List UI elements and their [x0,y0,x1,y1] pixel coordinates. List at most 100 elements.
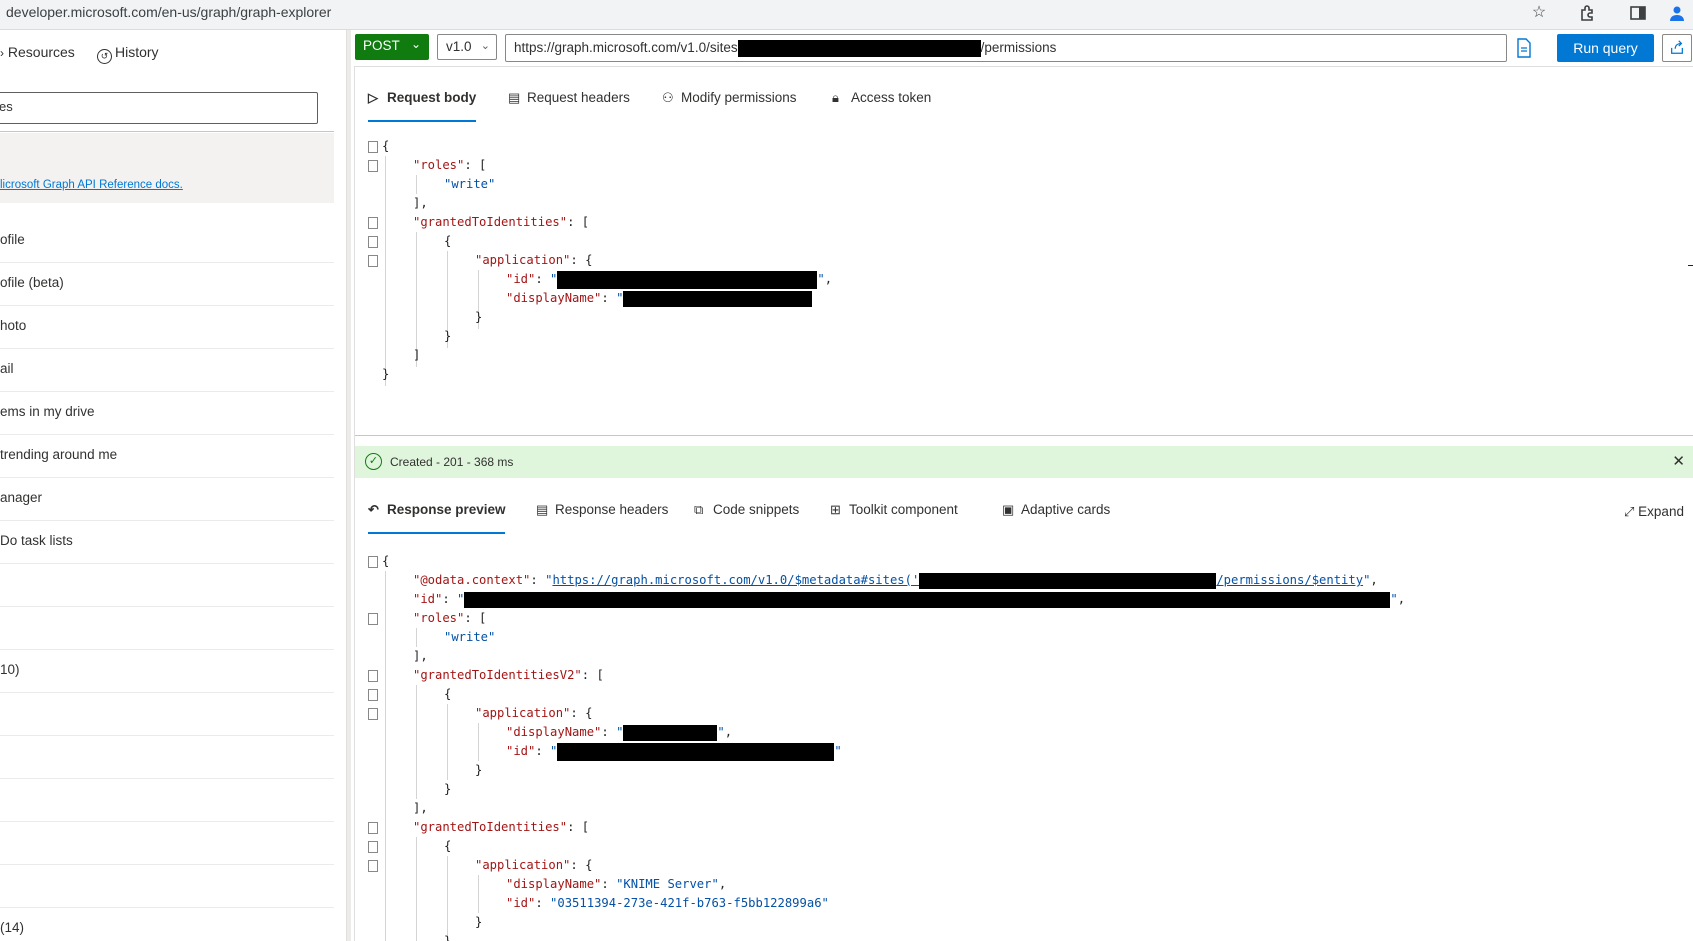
resources-icon: › [0,46,4,60]
code-line: "grantedToIdentitiesV2": [ [413,668,604,682]
indent-guide [447,251,448,348]
fold-toggle[interactable] [368,689,378,701]
sidebar-item[interactable] [0,865,334,908]
tab-toolkit-component[interactable]: ⊞Toolkit component [830,502,958,517]
sidebar-item[interactable] [0,693,334,736]
expand-button[interactable]: ⤢ Expand [1624,504,1684,519]
share-icon[interactable] [1662,34,1692,62]
status-text: Created - 201 - 368 ms [390,455,514,469]
sidebar-item[interactable]: ems in my drive [0,392,334,435]
code-line: } [444,934,452,941]
sidebar-item[interactable]: ofile [0,220,334,263]
tab-adaptive-cards[interactable]: ▣Adaptive cards [1002,502,1111,517]
sidebar-item[interactable]: 10) [0,650,334,693]
sidebar-splitter[interactable] [346,30,351,941]
tab-code-snippets[interactable]: ⧉Code snippets [694,502,800,517]
code-line: "displayName": "", [506,724,733,741]
sidebar-item[interactable] [0,779,334,822]
sidebar-item[interactable]: ofile (beta) [0,263,334,306]
http-method-dropdown[interactable]: POST ⌄ [355,34,429,60]
fold-toggle[interactable] [368,556,378,568]
fold-toggle[interactable] [368,141,378,153]
star-icon[interactable]: ☆ [1531,4,1547,21]
redacted-block [919,572,1217,589]
tab-request-headers[interactable]: ▤Request headers [508,90,630,105]
fold-toggle[interactable] [368,255,378,267]
panel-border [354,66,355,941]
redacted-block [737,40,981,57]
query-url-input[interactable]: https://graph.microsoft.com/v1.0/sites/p… [505,34,1507,62]
tab-modify-permissions[interactable]: ⚇Modify permissions [662,90,797,105]
code-line: "grantedToIdentities": [ [413,820,590,834]
code-line: "write" [444,177,496,191]
run-query-button[interactable]: Run query [1557,34,1654,62]
request-body-editor[interactable]: { "roles": [ "write" ], "grantedToIdenti… [368,137,1668,397]
code-line: "roles": [ [413,611,487,625]
tab-response-preview[interactable]: ↶Response preview [368,502,506,517]
sample-search-input[interactable]: es [0,92,318,124]
redacted-block [464,591,1391,608]
redacted-block [557,270,818,289]
code-line: { [444,687,452,701]
fold-toggle[interactable] [368,708,378,720]
code-line: ] [413,348,421,362]
code-line: } [475,310,483,324]
sidebar-item[interactable]: (14) [0,920,25,935]
active-tab-indicator [368,532,505,534]
indent-guide [447,856,448,941]
tab-history[interactable]: ↺History [97,44,159,64]
fold-toggle[interactable] [368,236,378,248]
toolkit-icon: ⊞ [830,502,841,517]
tab-access-token[interactable]: 🔒︎Access token [832,90,932,105]
profile-icon[interactable] [1666,2,1688,24]
indent-guide [385,571,386,941]
indent-guide [416,232,417,367]
code-line: } [444,782,452,796]
fold-toggle[interactable] [368,160,378,172]
code-line: "id": "" [506,742,842,761]
graph-api-docs-link[interactable]: licrosoft Graph API Reference docs. [0,179,183,191]
tab-resources[interactable]: › Resources [0,44,75,60]
code-line: "write" [444,630,496,644]
sidebar: › Resources ↺History es licrosoft Graph … [0,30,334,941]
tab-request-body[interactable]: ▷Request body [368,90,477,105]
fold-toggle[interactable] [368,841,378,853]
fold-toggle[interactable] [368,613,378,625]
code-line: "application": { [475,253,593,267]
active-tab-indicator [368,120,476,122]
sidebar-item[interactable] [0,564,334,607]
side-panel-icon[interactable] [1627,2,1649,24]
fold-toggle[interactable] [368,822,378,834]
browser-url[interactable]: developer.microsoft.com/en-us/graph/grap… [6,4,332,20]
tab-response-headers[interactable]: ▤Response headers [536,502,669,517]
version-dropdown[interactable]: v1.0 ⌄ [437,34,497,60]
sidebar-item[interactable]: anager [0,478,334,521]
close-icon[interactable]: ✕ [1672,453,1685,470]
code-line: } [382,367,390,381]
indent-guide [385,156,386,386]
sidebar-item[interactable] [0,822,334,865]
code-line: ], [413,649,428,663]
fold-toggle[interactable] [368,860,378,872]
redacted-block [623,724,718,741]
code-line: ], [413,801,428,815]
expand-icon: ⤢ [1624,504,1635,519]
code-line: "application": { [475,706,593,720]
lock-icon: 🔒︎ [832,90,839,105]
headers-icon: ▤ [508,90,521,105]
panel-border [355,66,1693,67]
sidebar-item[interactable]: ail [0,349,334,392]
sidebar-item[interactable]: Do task lists [0,521,334,564]
code-line: } [475,915,483,929]
sidebar-item[interactable]: hoto [0,306,334,349]
fold-toggle[interactable] [368,670,378,682]
fold-toggle[interactable] [368,217,378,229]
sidebar-item[interactable] [0,736,334,779]
headers-icon: ▤ [536,502,549,517]
extensions-icon[interactable] [1576,2,1598,24]
document-icon[interactable] [1515,38,1533,58]
sidebar-item[interactable]: trending around me [0,435,334,478]
sidebar-item[interactable] [0,607,334,650]
response-preview-editor[interactable]: { "@odata.context": "https://graph.micro… [368,552,1688,941]
card-icon: ▣ [1002,502,1015,517]
